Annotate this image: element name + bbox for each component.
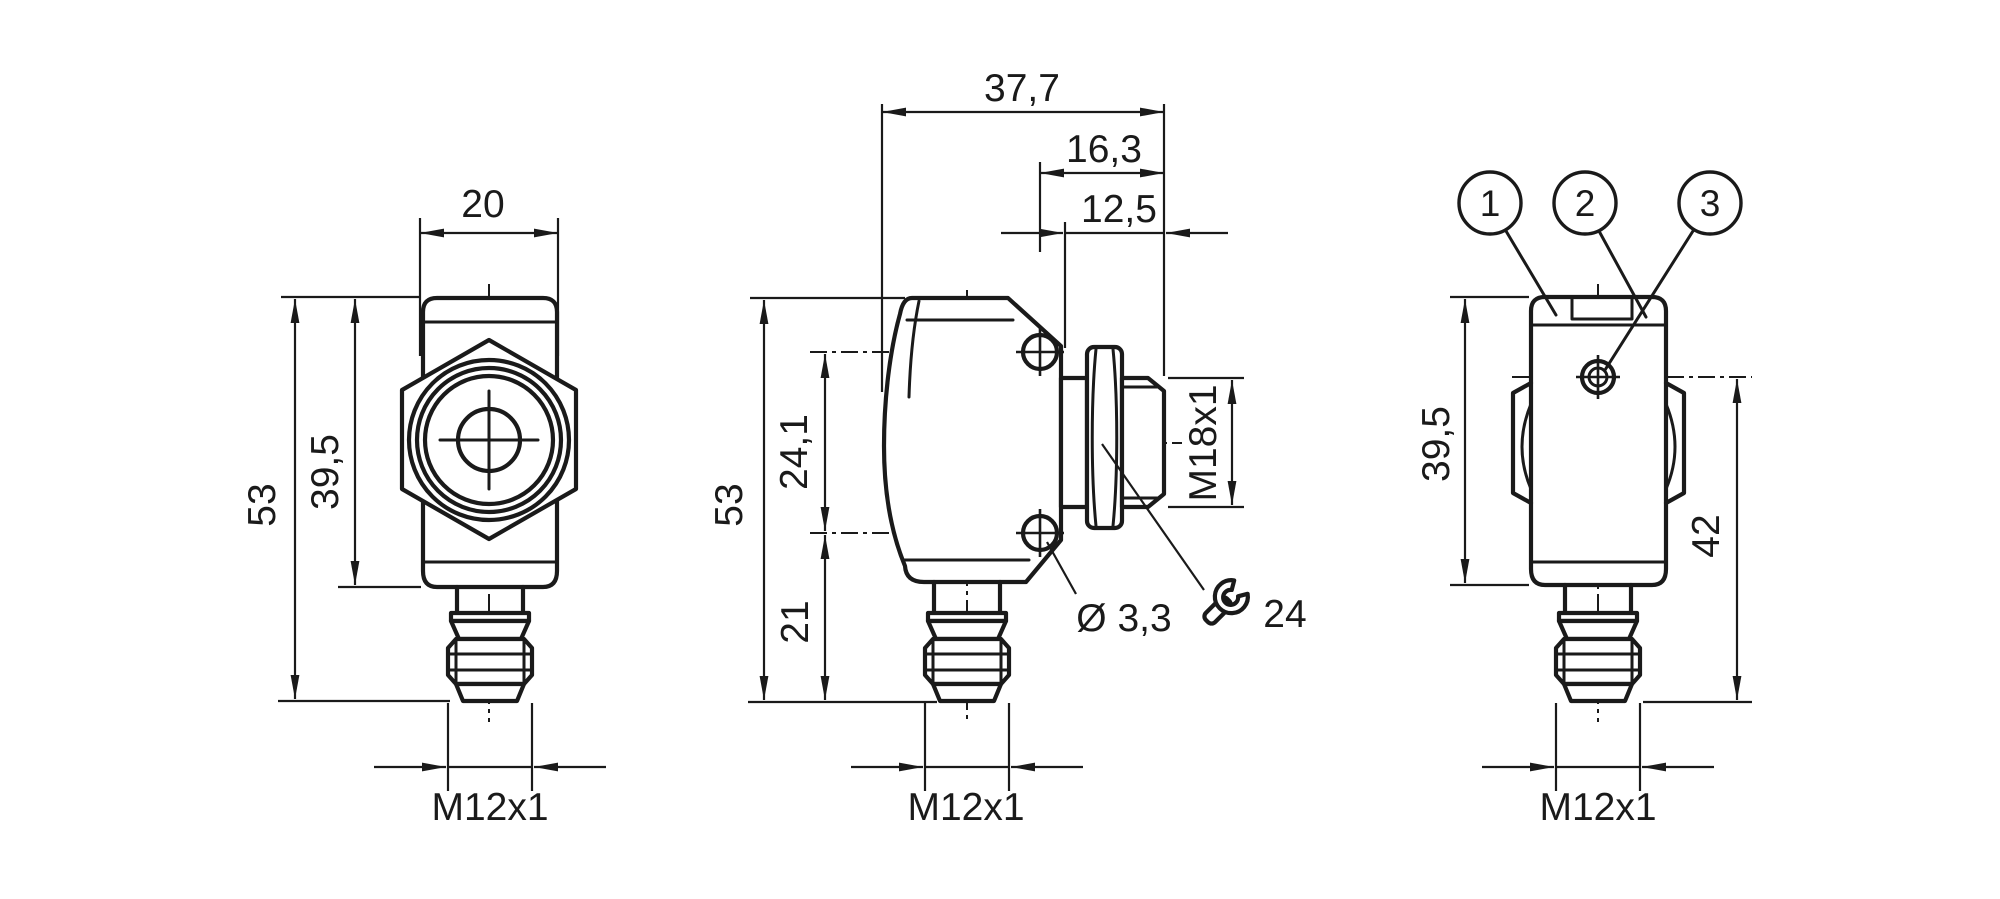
- callout-1-label: 1: [1480, 183, 1501, 224]
- bump-outline: [1663, 380, 1687, 506]
- connector-taper: [1556, 618, 1640, 642]
- callout-3-leader: [1603, 229, 1695, 372]
- dim-side-hole-spacing-label: 24,1: [773, 414, 816, 490]
- dim-side-lens-thread: M18x1: [1168, 376, 1244, 509]
- side-view: 37,7 16,3 12,5 53 24,1: [708, 67, 1307, 829]
- side-m18-assembly: [1058, 344, 1167, 531]
- rear-body-outline: [1528, 294, 1669, 588]
- side-mounting-hole-bottom: [1016, 509, 1064, 557]
- callout-1-circle: [1457, 170, 1523, 236]
- bump-arc: [1664, 402, 1677, 491]
- front-view: 20 53 39,5 M12x1: [241, 183, 606, 829]
- lens-ring-outer: [406, 357, 572, 523]
- side-wrench-callout: 24: [1101, 443, 1307, 636]
- dim-front-total-height: 53: [241, 295, 450, 703]
- dim-rear-body-height-label: 39,5: [1415, 406, 1458, 482]
- connector-neck: [931, 579, 1003, 616]
- connector-taper: [448, 618, 532, 642]
- callout-2-leader: [1597, 229, 1648, 319]
- connector-thread-block: [1553, 636, 1643, 687]
- connector-thread-block: [445, 636, 535, 687]
- dim-side-tip-to-hole-axis-label: 16,3: [1066, 128, 1142, 171]
- rear-top-notch: [1570, 296, 1634, 321]
- front-lens-rings: [406, 357, 572, 523]
- leader-line: [1046, 541, 1077, 595]
- dim-front-connector-thread: M12x1: [374, 703, 606, 829]
- rear-left-bump: [1510, 380, 1534, 506]
- connector-neck: [1562, 582, 1634, 616]
- connector-thread-lines: [923, 639, 1011, 684]
- dim-rear-body-height: 39,5: [1415, 295, 1529, 587]
- dim-front-width: 20: [418, 183, 560, 356]
- side-body-outline: [881, 295, 1064, 585]
- dim-side-depth-label: 37,7: [984, 67, 1060, 110]
- rear-right-bump: [1663, 380, 1687, 506]
- connector-taper: [925, 618, 1009, 642]
- dim-front-width-label: 20: [461, 183, 504, 226]
- callout-2-label: 2: [1575, 183, 1596, 224]
- dim-side-connector-thread: M12x1: [851, 703, 1083, 829]
- side-hole-diameter-callout: Ø 3,3: [1046, 541, 1172, 640]
- side-hole-diameter-label: Ø 3,3: [1076, 597, 1171, 640]
- dim-side-hole-to-end-label: 21: [774, 600, 817, 643]
- m18-collar: [1058, 375, 1090, 510]
- connector-thread-lines: [1554, 639, 1642, 684]
- callout-3-label: 3: [1700, 183, 1721, 224]
- side-mounting-hole-top: [1016, 328, 1064, 376]
- connector-tip: [453, 681, 527, 704]
- connector-thread-block: [922, 636, 1012, 687]
- dim-side-hole-spacing: 24,1: [773, 354, 830, 531]
- connector-tip: [1561, 681, 1635, 704]
- dim-rear-axis-to-end: 42: [1643, 379, 1752, 704]
- rear-adjustment-screw: [1576, 355, 1620, 399]
- dim-rear-axis-to-end-label: 42: [1685, 514, 1728, 557]
- bump-arc: [1520, 402, 1533, 491]
- lens-ring-middle: [414, 365, 564, 515]
- side-wrench-size-label: 24: [1263, 593, 1306, 636]
- lens-ring-inner: [422, 373, 556, 507]
- leader-line: [1101, 443, 1205, 591]
- side-connector: [922, 579, 1012, 704]
- callout-2-circle: [1552, 170, 1618, 236]
- dim-side-tip-to-body: 12,5: [1001, 188, 1228, 348]
- dim-side-total-height: 53: [708, 296, 937, 704]
- dim-front-total-height-label: 53: [241, 483, 284, 526]
- dim-rear-connector-label: M12x1: [1539, 786, 1656, 829]
- bump-outline: [1510, 380, 1534, 506]
- m18-thread-block: [1119, 375, 1167, 510]
- callout-1-leader: [1504, 229, 1558, 317]
- open-end-wrench-icon: [1202, 578, 1250, 626]
- dim-side-lens-thread-label: M18x1: [1182, 384, 1225, 501]
- m18-hex-arcs: [1090, 347, 1119, 528]
- rear-callouts: 1 2 3: [1457, 170, 1743, 372]
- connector-thread-lines: [446, 639, 534, 684]
- dim-side-tip-to-body-label: 12,5: [1081, 188, 1157, 231]
- dim-front-body-height-label: 39,5: [304, 434, 347, 510]
- wrench-jaw: [1212, 578, 1250, 616]
- connector-tip: [930, 681, 1004, 704]
- dim-rear-connector-thread: M12x1: [1482, 703, 1714, 829]
- dim-side-connector-label: M12x1: [907, 786, 1024, 829]
- dim-front-connector-label: M12x1: [431, 786, 548, 829]
- dim-side-total-height-label: 53: [708, 483, 751, 526]
- rear-view: 1 2 3 39,5 42 M12x1: [1415, 170, 1752, 829]
- front-connector: [445, 584, 535, 704]
- connector-neck: [454, 584, 526, 616]
- dim-side-depth: 37,7: [880, 67, 1166, 392]
- dim-side-hole-to-end: 21: [774, 535, 830, 700]
- dim-side-tip-to-hole-axis: 16,3: [1038, 128, 1164, 252]
- dim-front-body-height: 39,5: [304, 299, 421, 589]
- callout-3-circle: [1677, 170, 1743, 236]
- side-front-window-line: [907, 299, 921, 399]
- rear-connector: [1553, 582, 1643, 704]
